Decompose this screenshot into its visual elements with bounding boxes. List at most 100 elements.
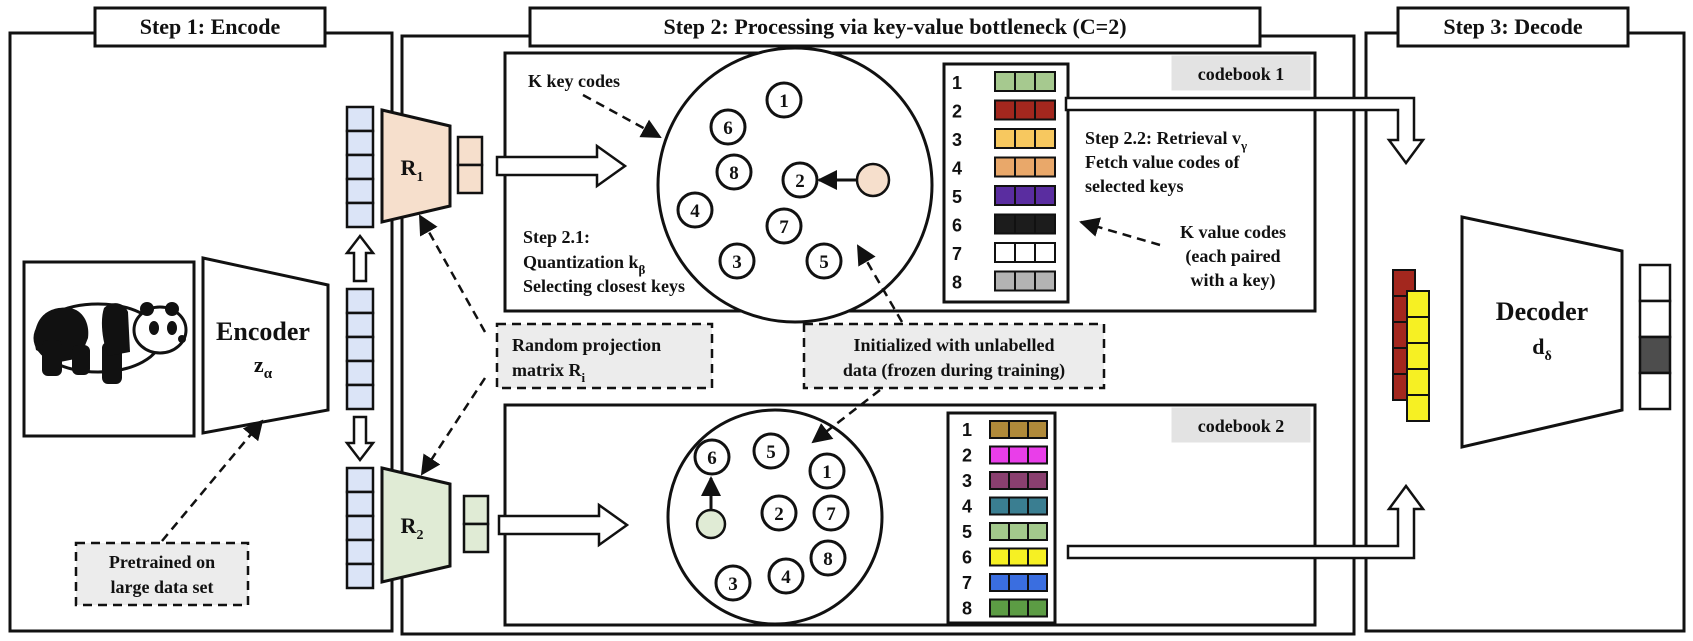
- key-code-label: 7: [779, 217, 789, 238]
- query-arrow-1: [495, 143, 628, 189]
- value-code-index: 2: [952, 102, 962, 122]
- key-code: [760, 494, 798, 532]
- value-code-cell: [1008, 471, 1029, 490]
- value-code-cell: [1034, 71, 1056, 92]
- value-code-cell: [1034, 213, 1056, 235]
- key-code: [812, 494, 850, 532]
- projection-arrow-r1: [418, 214, 487, 333]
- value-code-cell: [989, 598, 1010, 618]
- value-code-cell: [994, 213, 1016, 235]
- value-code-cell: [1014, 213, 1036, 235]
- r2-label: R2: [401, 513, 424, 543]
- value-code-cell: [1014, 128, 1036, 149]
- value-code-cell: [1014, 270, 1036, 292]
- decoder-block: [1460, 215, 1624, 449]
- value-code-cell: [1014, 99, 1036, 121]
- codebook1-tab: [1171, 55, 1311, 91]
- random-projection-callout: [495, 322, 714, 390]
- retrieved-values-2: [1406, 290, 1430, 422]
- value-code-cell: [994, 242, 1016, 263]
- value-code-cell: [1008, 522, 1029, 541]
- key-code: [808, 452, 846, 490]
- key-code: [752, 432, 790, 470]
- random-projection-line1: Random projection: [512, 335, 661, 355]
- retrieval-arrow-2: [1066, 483, 1426, 560]
- k-key-codes-label: K key codes: [528, 71, 620, 91]
- decoder-symbol: dδ: [1532, 334, 1552, 364]
- codebook1-label: codebook 1: [1198, 64, 1285, 84]
- embedding-copy-bottom: [345, 466, 375, 590]
- key-code: [765, 207, 803, 245]
- value-code-cell: [1008, 496, 1029, 516]
- value-code-cell: [994, 99, 1016, 121]
- quantization-line2: Quantization kβ: [523, 252, 646, 277]
- value-code-cell: [989, 496, 1010, 516]
- value-code-index: 2: [962, 446, 972, 466]
- value-code-index: 8: [962, 599, 972, 619]
- retrieval-line1: Step 2.2: Retrieval vγ: [1085, 128, 1247, 153]
- value-code-index: 6: [962, 548, 972, 568]
- initialized-callout: [802, 322, 1106, 390]
- step2-title: Step 2: Processing via key-value bottlen…: [663, 14, 1126, 39]
- value-code-cell: [989, 420, 1010, 439]
- key-code: [767, 557, 805, 595]
- value-code-cell: [1014, 71, 1036, 92]
- step2-title-box: [528, 6, 1262, 48]
- value-code-cell: [994, 156, 1016, 178]
- retrieval-line3: selected keys: [1085, 176, 1183, 196]
- projection-r2: [380, 466, 452, 584]
- value-code-cell: [1014, 242, 1036, 263]
- retrieved-value-cell: [1406, 368, 1430, 396]
- value-code-cell: [1034, 156, 1056, 178]
- value-code-cell: [1034, 270, 1056, 292]
- initialized-line2: data (frozen during training): [843, 360, 1065, 381]
- value-code-index: 1: [962, 420, 972, 440]
- retrieval-arrow-1: [1064, 96, 1426, 166]
- retrieved-value-cell: [1406, 394, 1430, 422]
- key-code: [765, 81, 803, 119]
- key-code: [715, 153, 753, 191]
- value-code-index: 5: [962, 522, 972, 542]
- encoder-block: [201, 256, 330, 435]
- value-code-cell: [1008, 598, 1029, 618]
- value-code-cell: [994, 185, 1016, 206]
- k-value-codes-line3: with a key): [1191, 270, 1276, 291]
- key-code: [718, 242, 756, 280]
- embedding-copy-top: [345, 105, 375, 229]
- quantization-line3: Selecting closest keys: [523, 276, 685, 296]
- projection-arrow-r2: [420, 377, 487, 476]
- value-code-cell: [1027, 547, 1048, 567]
- value-code-cell: [1027, 420, 1048, 439]
- value-code-cell: [994, 71, 1016, 92]
- value-code-index: 7: [952, 244, 962, 264]
- k-value-codes-line1: K value codes: [1180, 222, 1286, 242]
- k-value-codes-line2: (each paired: [1185, 246, 1280, 267]
- value-code-cell: [1008, 547, 1029, 567]
- value-code-cell: [994, 270, 1016, 292]
- decoder-label: Decoder: [1496, 297, 1588, 326]
- embedding-vector: [345, 287, 375, 411]
- value-code-cell: [1014, 185, 1036, 206]
- key-code-label: 1: [779, 91, 789, 112]
- value-code-index: 4: [962, 497, 972, 517]
- retrieved-value-cell: [1406, 342, 1430, 370]
- key-code: [709, 108, 747, 146]
- key-code-label: 8: [823, 549, 833, 570]
- value-code-index: 4: [952, 159, 962, 179]
- projection-r1: [380, 108, 452, 224]
- key-code-label: 2: [795, 171, 805, 192]
- key-code: [714, 564, 752, 602]
- value-code-cell: [1034, 185, 1056, 206]
- r1-label: R1: [401, 155, 424, 185]
- step1-title: Step 1: Encode: [140, 14, 281, 39]
- value-code-cell: [1034, 99, 1056, 121]
- k-value-codes-arrow: [1079, 217, 1161, 247]
- key-code: [805, 242, 843, 280]
- value-code-index: 6: [952, 216, 962, 236]
- value-code-cell: [1027, 573, 1048, 592]
- key-code-label: 4: [690, 201, 700, 222]
- r1-output-vector: [456, 135, 484, 195]
- value-code-cell: [1008, 573, 1029, 592]
